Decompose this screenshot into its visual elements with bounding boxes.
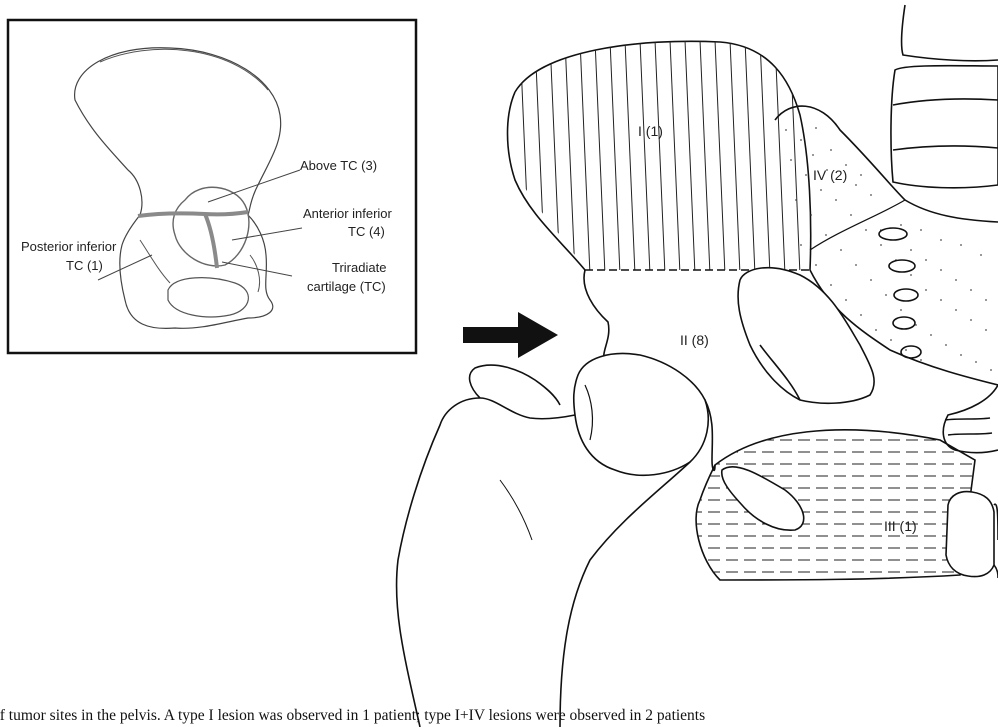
pubic-symphysis: [946, 492, 994, 577]
femur-inner-line: [500, 480, 532, 540]
sacral-foramen-2: [889, 260, 915, 272]
zone-iii-hatch: [690, 440, 980, 572]
inset-frame: [8, 20, 416, 353]
zone-i-hatch: [520, 40, 815, 275]
sacral-foramen-3: [894, 289, 918, 301]
inset-panel: Above TC (3) Anterior inferior TC (4) Po…: [8, 20, 416, 353]
sacral-foramen-4: [893, 317, 915, 329]
label-posterior-inferior-tc-line2: TC (1): [66, 258, 103, 273]
label-above-tc: Above TC (3): [300, 158, 377, 173]
label-zone-iv: IV (2): [813, 167, 847, 183]
main-pelvis-drawing: [397, 5, 998, 727]
label-zone-iii: III (1): [884, 518, 917, 534]
label-anterior-inferior-tc-line1: Anterior inferior: [303, 206, 393, 221]
vertebra-body: [891, 66, 998, 188]
coccyx-segments: [945, 418, 992, 435]
label-posterior-inferior-tc-line1: Posterior inferior: [21, 239, 117, 254]
label-anterior-inferior-tc-line2: TC (4): [348, 224, 385, 239]
sacral-foramen-5: [901, 346, 921, 358]
sacroiliac-line: [810, 200, 905, 250]
label-triradiate-line1: Triradiate: [332, 260, 386, 275]
ilium-inner-wing: [738, 268, 874, 404]
femoral-head: [574, 354, 708, 476]
label-triradiate-line2: cartilage (TC): [307, 279, 386, 294]
arrow-pointer: [463, 312, 558, 358]
sacral-foramen-1: [879, 228, 907, 240]
figure-caption: of tumor sites in the pelvis. A type I l…: [0, 707, 998, 725]
label-zone-i: I (1): [638, 123, 663, 139]
vertebra-upper: [902, 5, 998, 61]
label-zone-ii: II (8): [680, 332, 709, 348]
